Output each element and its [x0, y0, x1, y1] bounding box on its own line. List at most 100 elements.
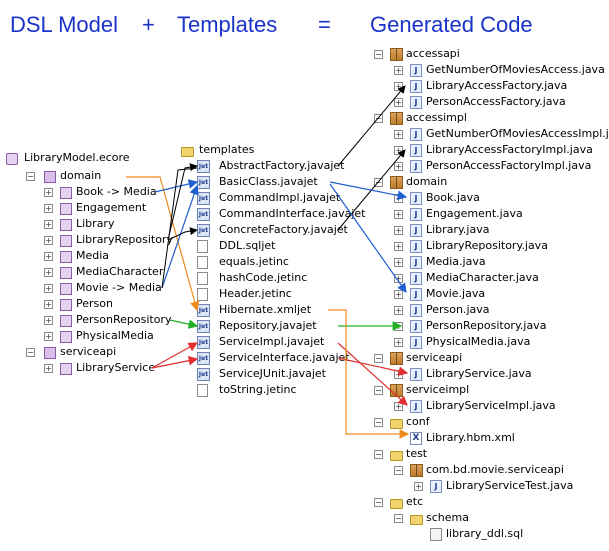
collapse-icon[interactable]: −: [394, 466, 403, 475]
expand-icon[interactable]: +: [394, 66, 403, 75]
expand-icon[interactable]: +: [44, 268, 53, 277]
java-file-icon: J: [410, 240, 422, 253]
expand-icon[interactable]: +: [44, 236, 53, 245]
collapse-icon[interactable]: −: [374, 450, 383, 459]
expand-icon[interactable]: +: [394, 98, 403, 107]
collapse-icon[interactable]: −: [394, 514, 403, 523]
expand-icon[interactable]: +: [44, 188, 53, 197]
expand-icon[interactable]: +: [44, 284, 53, 293]
template-file-label: ServiceImpl.javajet: [219, 335, 325, 348]
expand-icon[interactable]: +: [44, 252, 53, 261]
arrow-serviceimpl-to-libserviceimpl: [337, 342, 408, 406]
template-file-label: equals.jetinc: [219, 255, 289, 268]
gen-java-file-row-label: Engagement.java: [426, 207, 523, 220]
arrow-domain-to-hibernate: [126, 176, 200, 312]
expand-icon[interactable]: +: [394, 130, 403, 139]
template-file-label: BasicClass.javajet: [219, 175, 318, 188]
model-class-row-label: MediaCharacter: [76, 265, 164, 278]
expand-icon[interactable]: +: [44, 220, 53, 229]
java-package-icon: [390, 48, 403, 61]
collapse-icon[interactable]: −: [374, 178, 383, 187]
collapse-icon[interactable]: −: [374, 418, 383, 427]
sql-template-icon: [197, 240, 208, 253]
gen-domain-package-label: domain: [406, 175, 448, 188]
expand-icon[interactable]: +: [394, 210, 403, 219]
expand-icon[interactable]: +: [414, 482, 423, 491]
jet-template-icon: Jet: [197, 368, 210, 381]
gen-java-file-row-label: Library.java: [426, 223, 490, 236]
template-file-label: Hibernate.xmljet: [219, 303, 312, 316]
include-file-icon: [197, 256, 208, 269]
gen-schema-folder-label: schema: [426, 511, 469, 524]
expand-icon[interactable]: +: [394, 162, 403, 171]
java-file-icon: J: [410, 208, 422, 221]
java-file-icon: J: [410, 320, 422, 333]
eclass-icon: [60, 363, 72, 375]
gen-test-folder-label: test: [406, 447, 428, 460]
template-file-label: CommandImpl.javajet: [219, 191, 341, 204]
gen-java-file-row-label: PersonAccessFactoryImpl.java: [426, 159, 592, 172]
template-file-label: hashCode.jetinc: [219, 271, 308, 284]
eclass-icon: [60, 187, 72, 199]
gen-java-file-row-label: LibraryRepository.java: [426, 239, 548, 252]
java-package-icon: [390, 352, 403, 365]
java-package-icon: [390, 112, 403, 125]
gen-java-file-row-label: GetNumberOfMoviesAccess.java: [426, 63, 605, 76]
expand-icon[interactable]: +: [44, 204, 53, 213]
collapse-icon[interactable]: −: [374, 386, 383, 395]
collapse-icon[interactable]: −: [374, 50, 383, 59]
model-class-row-label: LibraryRepository: [76, 233, 173, 246]
expand-icon[interactable]: +: [394, 258, 403, 267]
eclass-icon: [60, 331, 72, 343]
eclass-icon: [60, 283, 72, 295]
header-generated-code: Generated Code: [370, 12, 533, 37]
java-package-icon: [410, 464, 423, 477]
model-class-row-label: PersonRepository: [76, 313, 172, 326]
expand-icon[interactable]: +: [394, 306, 403, 315]
gen-etc-folder-label: etc: [406, 495, 424, 508]
eclass-icon: [60, 267, 72, 279]
model-class-row-label: Person: [76, 297, 113, 310]
sql-file-icon: [430, 528, 442, 541]
java-file-icon: J: [410, 336, 422, 349]
java-file-icon: J: [410, 256, 422, 269]
template-file-label: DDL.sqljet: [219, 239, 276, 252]
folder-icon: [390, 499, 403, 509]
xml-file-icon: X: [410, 432, 422, 445]
gen-serviceapi-package-label: serviceapi: [406, 351, 463, 364]
gen-java-file-row-label: PersonAccessFactory.java: [426, 95, 566, 108]
expand-icon[interactable]: +: [394, 226, 403, 235]
gen-java-file-row-label: PhysicalMedia.java: [426, 335, 531, 348]
expand-icon[interactable]: +: [44, 332, 53, 341]
template-file-label: toString.jetinc: [219, 383, 297, 396]
gen-java-file-row-label: Person.java: [426, 303, 490, 316]
collapse-icon[interactable]: −: [374, 498, 383, 507]
collapse-icon[interactable]: −: [26, 172, 35, 181]
expand-icon[interactable]: +: [44, 316, 53, 325]
expand-icon[interactable]: +: [394, 338, 403, 347]
expand-icon[interactable]: +: [394, 242, 403, 251]
model-class-row-label: Library: [76, 217, 115, 230]
header-plus: +: [142, 12, 155, 37]
eclass-icon: [60, 203, 72, 215]
collapse-icon[interactable]: −: [26, 348, 35, 357]
gen-test-package-label: com.bd.movie.serviceapi: [426, 463, 564, 476]
template-file-label: Header.jetinc: [219, 287, 292, 300]
collapse-icon[interactable]: −: [374, 354, 383, 363]
header-equals: =: [318, 12, 331, 37]
expand-icon[interactable]: +: [44, 364, 53, 373]
java-file-icon: J: [410, 400, 422, 413]
gen-java-file-row-label: PersonRepository.java: [426, 319, 547, 332]
template-file-label: Repository.javajet: [219, 319, 317, 332]
package-icon: [44, 171, 56, 183]
java-file-icon: J: [410, 272, 422, 285]
arrow-repo-to-concretefactory: [167, 227, 198, 241]
gen-java-file-row-label: Book.java: [426, 191, 480, 204]
expand-icon[interactable]: +: [44, 300, 53, 309]
gen-accessimpl-package-label: accessimpl: [406, 111, 467, 124]
collapse-icon[interactable]: −: [374, 114, 383, 123]
package-icon: [44, 347, 56, 359]
model-service-row-label: LibraryService: [76, 361, 156, 374]
eclass-icon: [60, 299, 72, 311]
include-file-icon: [197, 384, 208, 397]
